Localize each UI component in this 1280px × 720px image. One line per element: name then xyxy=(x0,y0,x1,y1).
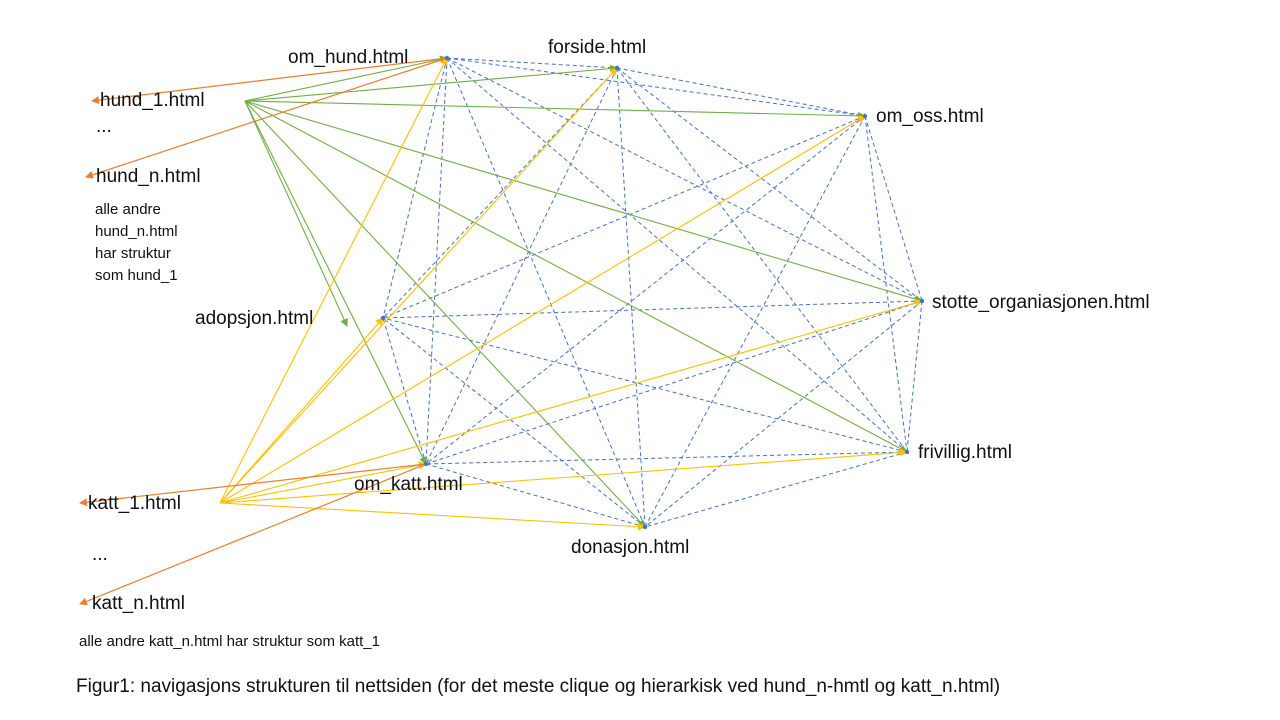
node-dot-frivillig xyxy=(904,449,910,455)
note-hund-line: som hund_1 xyxy=(95,267,178,284)
node-dot-om-katt xyxy=(423,461,429,467)
clique-edge xyxy=(906,300,923,453)
clique-edges xyxy=(382,57,923,528)
hund1-arrow xyxy=(244,100,866,120)
node-dot-forside xyxy=(614,65,620,71)
node-label-hund-1: hund_1.html xyxy=(100,90,205,111)
clique-edge xyxy=(446,57,923,302)
katt1-arrow xyxy=(219,115,866,504)
clique-edge xyxy=(644,451,908,528)
node-label-forside: forside.html xyxy=(548,37,647,58)
clique-edge xyxy=(446,57,646,528)
node-label-om-katt: om_katt.html xyxy=(354,474,463,495)
hierarchy-arrow xyxy=(79,463,427,507)
hierarchy-arrows xyxy=(79,57,448,606)
node-label-katt-n: katt_n.html xyxy=(92,593,185,614)
clique-edge xyxy=(864,115,908,453)
katt1-arrow xyxy=(219,67,618,504)
ellipsis-katt: ... xyxy=(92,544,108,565)
clique-edge xyxy=(446,57,618,69)
node-label-frivillig: frivillig.html xyxy=(918,442,1012,463)
node-label-donasjon: donasjon.html xyxy=(571,537,690,558)
clique-edge xyxy=(425,115,866,465)
clique-edge xyxy=(382,300,923,319)
hund1-arrow xyxy=(244,100,923,303)
hund1-arrow xyxy=(244,55,448,102)
clique-edge xyxy=(382,57,448,319)
hund1-link-arrows xyxy=(244,55,923,528)
note-hund-line: har struktur xyxy=(95,245,171,262)
katt1-arrow xyxy=(219,57,448,504)
hund1-arrow xyxy=(244,64,618,102)
clique-edge xyxy=(644,115,866,528)
node-label-katt-1: katt_1.html xyxy=(88,493,181,514)
node-dot-om-hund xyxy=(444,55,450,61)
clique-edge xyxy=(616,67,923,302)
katt1-arrow xyxy=(219,299,923,504)
node-dot-stotte xyxy=(919,298,925,304)
clique-edge xyxy=(382,317,646,528)
hierarchy-arrow xyxy=(91,57,448,105)
clique-edge xyxy=(446,57,866,117)
node-dot-adopsjon xyxy=(380,315,386,321)
clique-edge xyxy=(616,67,866,117)
katt1-arrow xyxy=(219,461,427,504)
node-label-om-hund: om_hund.html xyxy=(288,47,409,68)
clique-edge xyxy=(382,317,908,453)
hund1-arrow xyxy=(244,100,646,528)
node-label-om-oss: om_oss.html xyxy=(876,106,984,127)
node-label-adopsjon: adopsjon.html xyxy=(195,308,314,329)
figure-caption: Figur1: navigasjons strukturen til netts… xyxy=(76,676,1001,697)
note-hund-line: alle andre xyxy=(95,201,161,218)
katt1-arrow xyxy=(219,502,646,531)
clique-edge xyxy=(425,451,908,465)
node-label-stotte: stotte_organiasjonen.html xyxy=(932,292,1150,313)
hund1-arrow xyxy=(244,100,348,327)
clique-edge xyxy=(382,67,618,319)
clique-edge xyxy=(425,67,618,465)
node-label-hund-n: hund_n.html xyxy=(96,166,201,187)
katt1-arrow xyxy=(219,317,384,504)
clique-edge xyxy=(382,317,427,465)
note-hund: alle andre hund_n.html har struktur som … xyxy=(95,199,178,287)
clique-edge xyxy=(864,115,923,302)
clique-edge xyxy=(425,463,646,528)
note-hund-line: hund_n.html xyxy=(95,223,178,240)
node-dot-donasjon xyxy=(642,524,648,530)
hund1-arrow xyxy=(244,100,427,465)
clique-edge xyxy=(425,57,448,465)
clique-edge xyxy=(446,57,908,453)
clique-edge xyxy=(425,300,923,465)
ellipsis-hund: ... xyxy=(96,116,112,137)
clique-edge xyxy=(644,300,923,528)
katt1-arrow xyxy=(219,448,908,504)
hund1-arrow xyxy=(244,100,908,453)
note-katt: alle andre katt_n.html har struktur som … xyxy=(79,633,380,650)
katt1-link-arrows xyxy=(219,57,923,531)
clique-edge xyxy=(382,115,866,319)
hierarchy-arrow xyxy=(85,57,448,179)
clique-edge xyxy=(616,67,908,453)
node-dot-om-oss xyxy=(862,113,868,119)
hierarchy-arrow xyxy=(79,463,427,606)
